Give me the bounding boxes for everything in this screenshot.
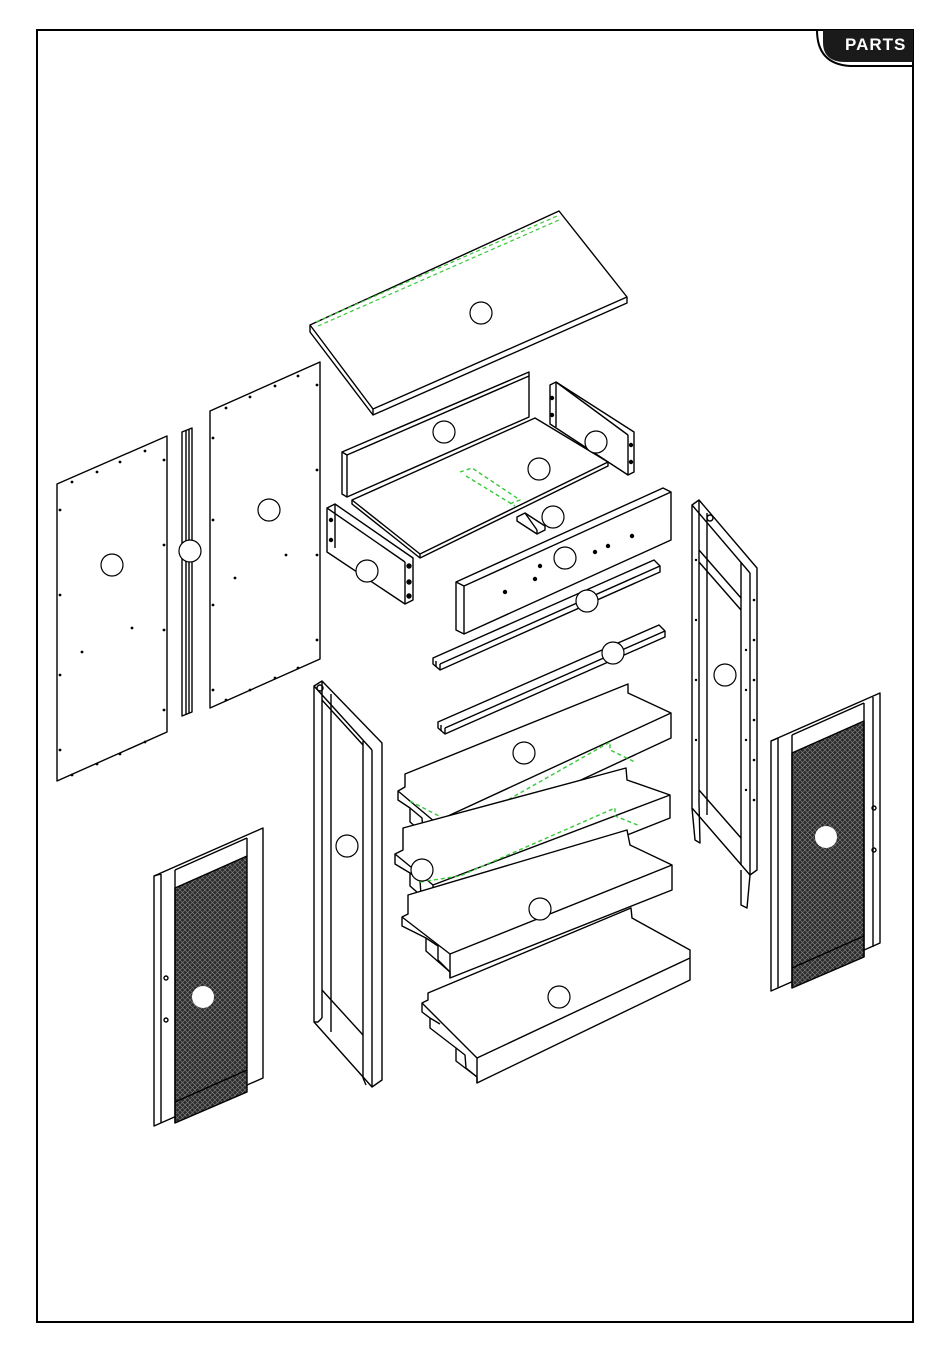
callout-balloon [554,547,576,569]
callout-balloon [714,664,736,686]
callout-balloon [356,560,378,582]
callout-balloon [411,859,433,881]
callout-side-rail-left [356,560,378,582]
callout-balloon [548,986,570,1008]
callout-top-panel [470,302,492,324]
callout-balloon [179,540,201,562]
callout-balloon [470,302,492,324]
callout-balloon [433,421,455,443]
callout-back-rail [433,421,455,443]
callout-side-frame-left [336,835,358,857]
center-runner [517,513,545,534]
side-frame-left [314,681,382,1087]
callout-shelf-1 [513,742,535,764]
callout-door-left [192,986,214,1008]
callout-balloon [585,431,607,453]
callout-balloon [258,499,280,521]
callout-shelf-3 [529,898,551,920]
callout-balloon [192,986,214,1008]
back-panel-right [210,362,320,708]
back-panel-left [57,436,167,781]
callout-bottom-panel [548,986,570,1008]
callout-balloon [336,835,358,857]
callout-balloon [101,554,123,576]
top-panel [310,211,627,415]
door-left [154,828,263,1126]
callout-balloon [513,742,535,764]
page-border [37,30,913,1322]
callout-door-right [815,826,837,848]
callout-side-rail-right [585,431,607,453]
back-mullion [182,428,192,716]
callout-front-rail [554,547,576,569]
callout-side-frame-right [714,664,736,686]
callout-center-runner [542,506,564,528]
side-frame-right [692,500,757,908]
section-tab: PARTS [817,30,913,66]
callout-balloon [529,898,551,920]
callout-balloon [542,506,564,528]
section-tab-label: PARTS [845,35,906,54]
callout-balloon [576,590,598,612]
callout-back-mullion [179,540,201,562]
callout-back-panel-left [101,554,123,576]
callout-balloon [528,458,550,480]
callout-shelf-2 [411,859,433,881]
callout-balloon [815,826,837,848]
callout-upper-cross-rail [576,590,598,612]
callout-drawer-bottom [528,458,550,480]
callout-balloon [602,642,624,664]
callout-lower-cross-rail [602,642,624,664]
callout-back-panel-right [258,499,280,521]
